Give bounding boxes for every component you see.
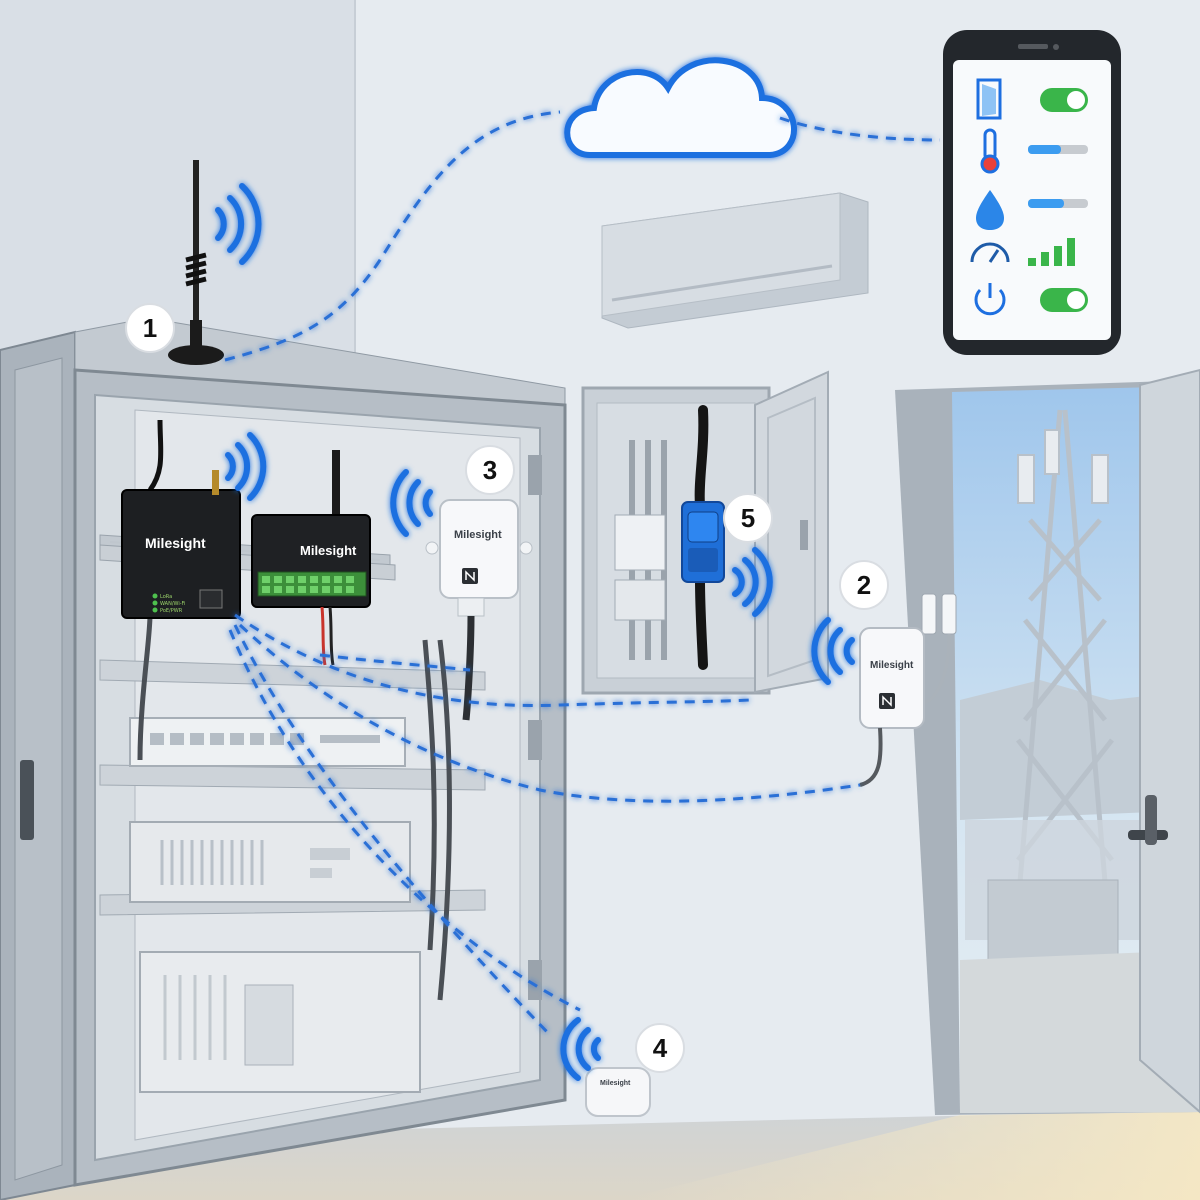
electrical-panel [581, 370, 829, 695]
io-controller-device: Milesight [251, 450, 371, 666]
link-gateway-panel [234, 613, 751, 707]
current-clamp-sensor [681, 501, 725, 583]
toggle-power[interactable] [1040, 288, 1088, 312]
power-icon [974, 283, 1006, 316]
smartphone [943, 30, 1121, 355]
nfc-icon [462, 568, 478, 584]
signal-bars [1028, 238, 1075, 266]
sensor-3-brand-label: Milesight [454, 529, 502, 541]
badge-2: 2 [839, 560, 889, 610]
badge-5: 5 [723, 493, 773, 543]
badge-4: 4 [635, 1023, 685, 1073]
led-label-lora: LoRa [160, 594, 172, 600]
signal-waves-sensor2 [811, 617, 855, 685]
badge-3: 3 [465, 445, 515, 495]
ups-unit [139, 951, 421, 1093]
link-gateway-sensor4a [233, 624, 552, 1037]
badge-1-label: 1 [143, 313, 157, 343]
gateway-device: Milesight LoRa WAN/Wi-Fi PoE/PWR [121, 419, 241, 619]
cloud-icon [564, 57, 797, 158]
signal-waves [215, 183, 855, 1081]
sensor-4-brand-label: Milesight [600, 1080, 631, 1087]
badge-5-label: 5 [741, 503, 755, 533]
sensor-4-device: Milesight [585, 1067, 651, 1117]
signal-waves-gateway [225, 432, 267, 501]
badge-4-label: 4 [653, 1033, 668, 1063]
signal-waves-clamp [732, 547, 773, 617]
nfc-icon [879, 693, 895, 709]
gateway-leds: LoRa WAN/Wi-Fi PoE/PWR [152, 593, 185, 614]
water-drop-icon [976, 190, 1004, 230]
signal-waves-sensor3 [390, 469, 433, 537]
rack-server [129, 821, 411, 903]
thermometer-icon [980, 128, 1000, 174]
link-gateway-sensor4b [228, 629, 581, 1012]
link-controller-panel [319, 653, 471, 672]
wireless-links [224, 110, 941, 1037]
badge-2-label: 2 [857, 570, 871, 600]
cabinet-handle [20, 760, 34, 840]
controller-brand-label: Milesight [300, 543, 357, 558]
led-label-wan: WAN/Wi-Fi [160, 601, 185, 607]
slider-humidity[interactable] [1028, 199, 1088, 208]
sensor-2-brand-label: Milesight [870, 660, 914, 671]
link-antenna-cloud [224, 110, 561, 362]
gauge-icon [970, 242, 1010, 263]
badge-3-label: 3 [483, 455, 497, 485]
antenna-1 [168, 160, 224, 365]
air-conditioner [601, 192, 869, 329]
sensor-3-device: Milesight [425, 499, 533, 721]
link-cloud-phone [779, 116, 941, 142]
gateway-brand-label: Milesight [145, 535, 206, 551]
sensor-2-device: Milesight [859, 593, 957, 787]
signal-waves-antenna [215, 183, 262, 265]
link-gateway-sensor2 [238, 623, 861, 803]
toggle-door[interactable] [1040, 88, 1088, 112]
slider-temperature[interactable] [1028, 145, 1088, 154]
door-icon [976, 78, 1002, 120]
ethernet-port [199, 589, 223, 609]
network-switch [129, 717, 406, 767]
doorway [895, 368, 1200, 1115]
signal-waves-sensor4 [560, 1017, 601, 1081]
badge-1: 1 [125, 303, 175, 353]
led-label-pwr: PoE/PWR [160, 608, 183, 614]
